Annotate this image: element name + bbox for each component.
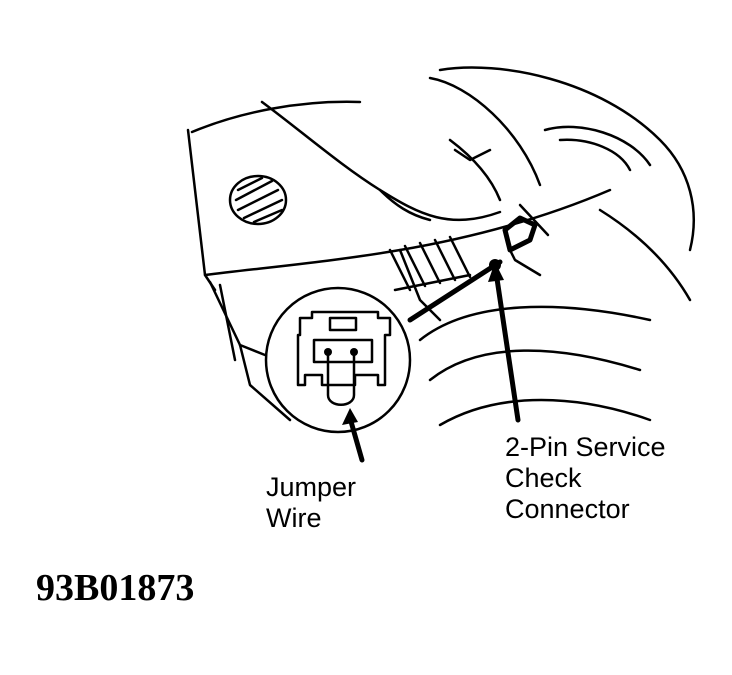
service-connector [407,203,550,323]
figure-id: 93B01873 [36,567,195,609]
steering-housing [418,66,695,427]
jumper-wire-arrow [342,408,365,463]
jumper-label-line2: Wire [266,503,322,533]
lower-louvres [388,235,472,292]
service-label-line2: Check [505,463,582,493]
jumper-label-line1: Jumper [266,472,357,502]
vent-grille [228,174,288,226]
service-connector-arrow [488,262,521,423]
service-check-connector-label: 2-Pin Service Check Connector [505,432,666,525]
dashboard-panel [186,100,612,422]
jumper-wire-label: Jumper Wire [266,472,356,534]
service-label-line3: Connector [505,494,630,524]
service-label-line1: 2-Pin Service [505,432,666,462]
connector-inset [264,286,412,434]
